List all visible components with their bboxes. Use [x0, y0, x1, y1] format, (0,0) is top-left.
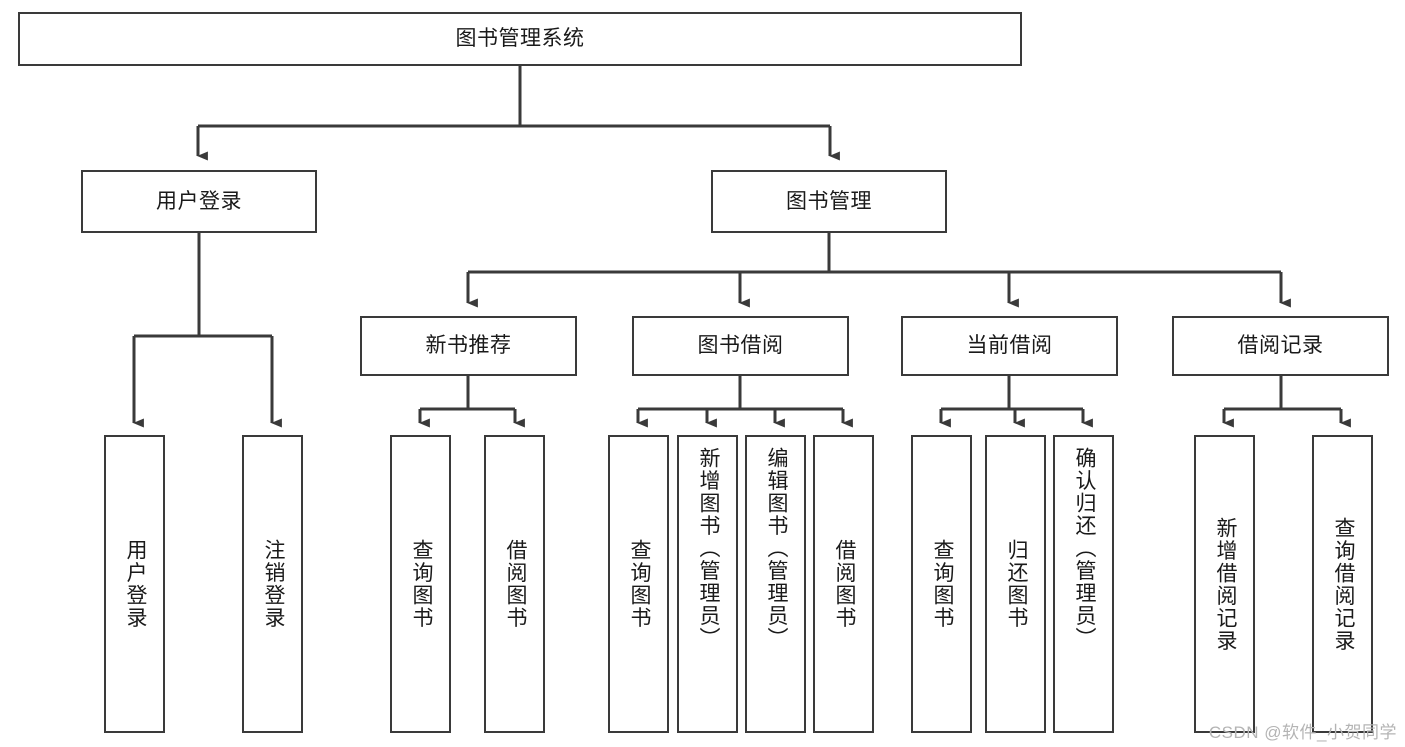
node-new-book-recommend[interactable]: 新书推荐: [360, 316, 577, 376]
node-label: 新增借阅记录: [1213, 516, 1237, 652]
node-label: 图书借阅: [697, 334, 784, 358]
node-leaf-confirm-return-admin[interactable]: 确认归还（管理员）: [1053, 435, 1114, 733]
csdn-watermark: CSDN @软件_小贺同学: [1208, 723, 1397, 742]
node-label: 新书推荐: [425, 334, 512, 358]
node-leaf-return-book[interactable]: 归还图书: [985, 435, 1046, 733]
node-leaf-borrow-book-recommend[interactable]: 借阅图书: [484, 435, 545, 733]
node-label: 查询图书: [627, 539, 651, 629]
node-leaf-user-login[interactable]: 用户登录: [104, 435, 165, 733]
node-borrow-record[interactable]: 借阅记录: [1172, 316, 1389, 376]
node-label: 确认归还（管理员）: [1072, 447, 1096, 650]
node-user-login[interactable]: 用户登录: [81, 170, 317, 233]
node-label: 新增图书（管理员）: [696, 447, 720, 650]
node-leaf-query-borrow-record[interactable]: 查询借阅记录: [1312, 435, 1373, 733]
node-label: 当前借阅: [966, 334, 1053, 358]
node-leaf-query-book-current[interactable]: 查询图书: [911, 435, 972, 733]
node-label: 注销登录: [261, 539, 285, 629]
node-leaf-query-book[interactable]: 查询图书: [608, 435, 669, 733]
node-label: 图书管理: [786, 189, 872, 213]
node-label: 编辑图书（管理员）: [764, 447, 788, 650]
node-label: 图书管理系统: [455, 27, 585, 51]
node-leaf-edit-book-admin[interactable]: 编辑图书（管理员）: [745, 435, 806, 733]
node-label: 查询图书: [409, 539, 433, 629]
node-label: 借阅图书: [503, 539, 527, 629]
node-leaf-logout[interactable]: 注销登录: [242, 435, 303, 733]
node-book-borrow[interactable]: 图书借阅: [632, 316, 849, 376]
node-leaf-borrow-book[interactable]: 借阅图书: [813, 435, 874, 733]
node-label: 用户登录: [123, 539, 147, 629]
node-label: 查询借阅记录: [1331, 516, 1355, 652]
node-label: 用户登录: [156, 189, 242, 213]
node-label: 查询图书: [930, 539, 954, 629]
node-root-book-management-system[interactable]: 图书管理系统: [18, 12, 1022, 66]
node-label: 借阅记录: [1237, 334, 1324, 358]
node-leaf-add-borrow-record[interactable]: 新增借阅记录: [1194, 435, 1255, 733]
node-leaf-query-book-recommend[interactable]: 查询图书: [390, 435, 451, 733]
node-label: 借阅图书: [832, 539, 856, 629]
node-leaf-add-book-admin[interactable]: 新增图书（管理员）: [677, 435, 738, 733]
node-label: 归还图书: [1004, 539, 1028, 629]
node-current-borrow[interactable]: 当前借阅: [901, 316, 1118, 376]
node-book-management[interactable]: 图书管理: [711, 170, 947, 233]
